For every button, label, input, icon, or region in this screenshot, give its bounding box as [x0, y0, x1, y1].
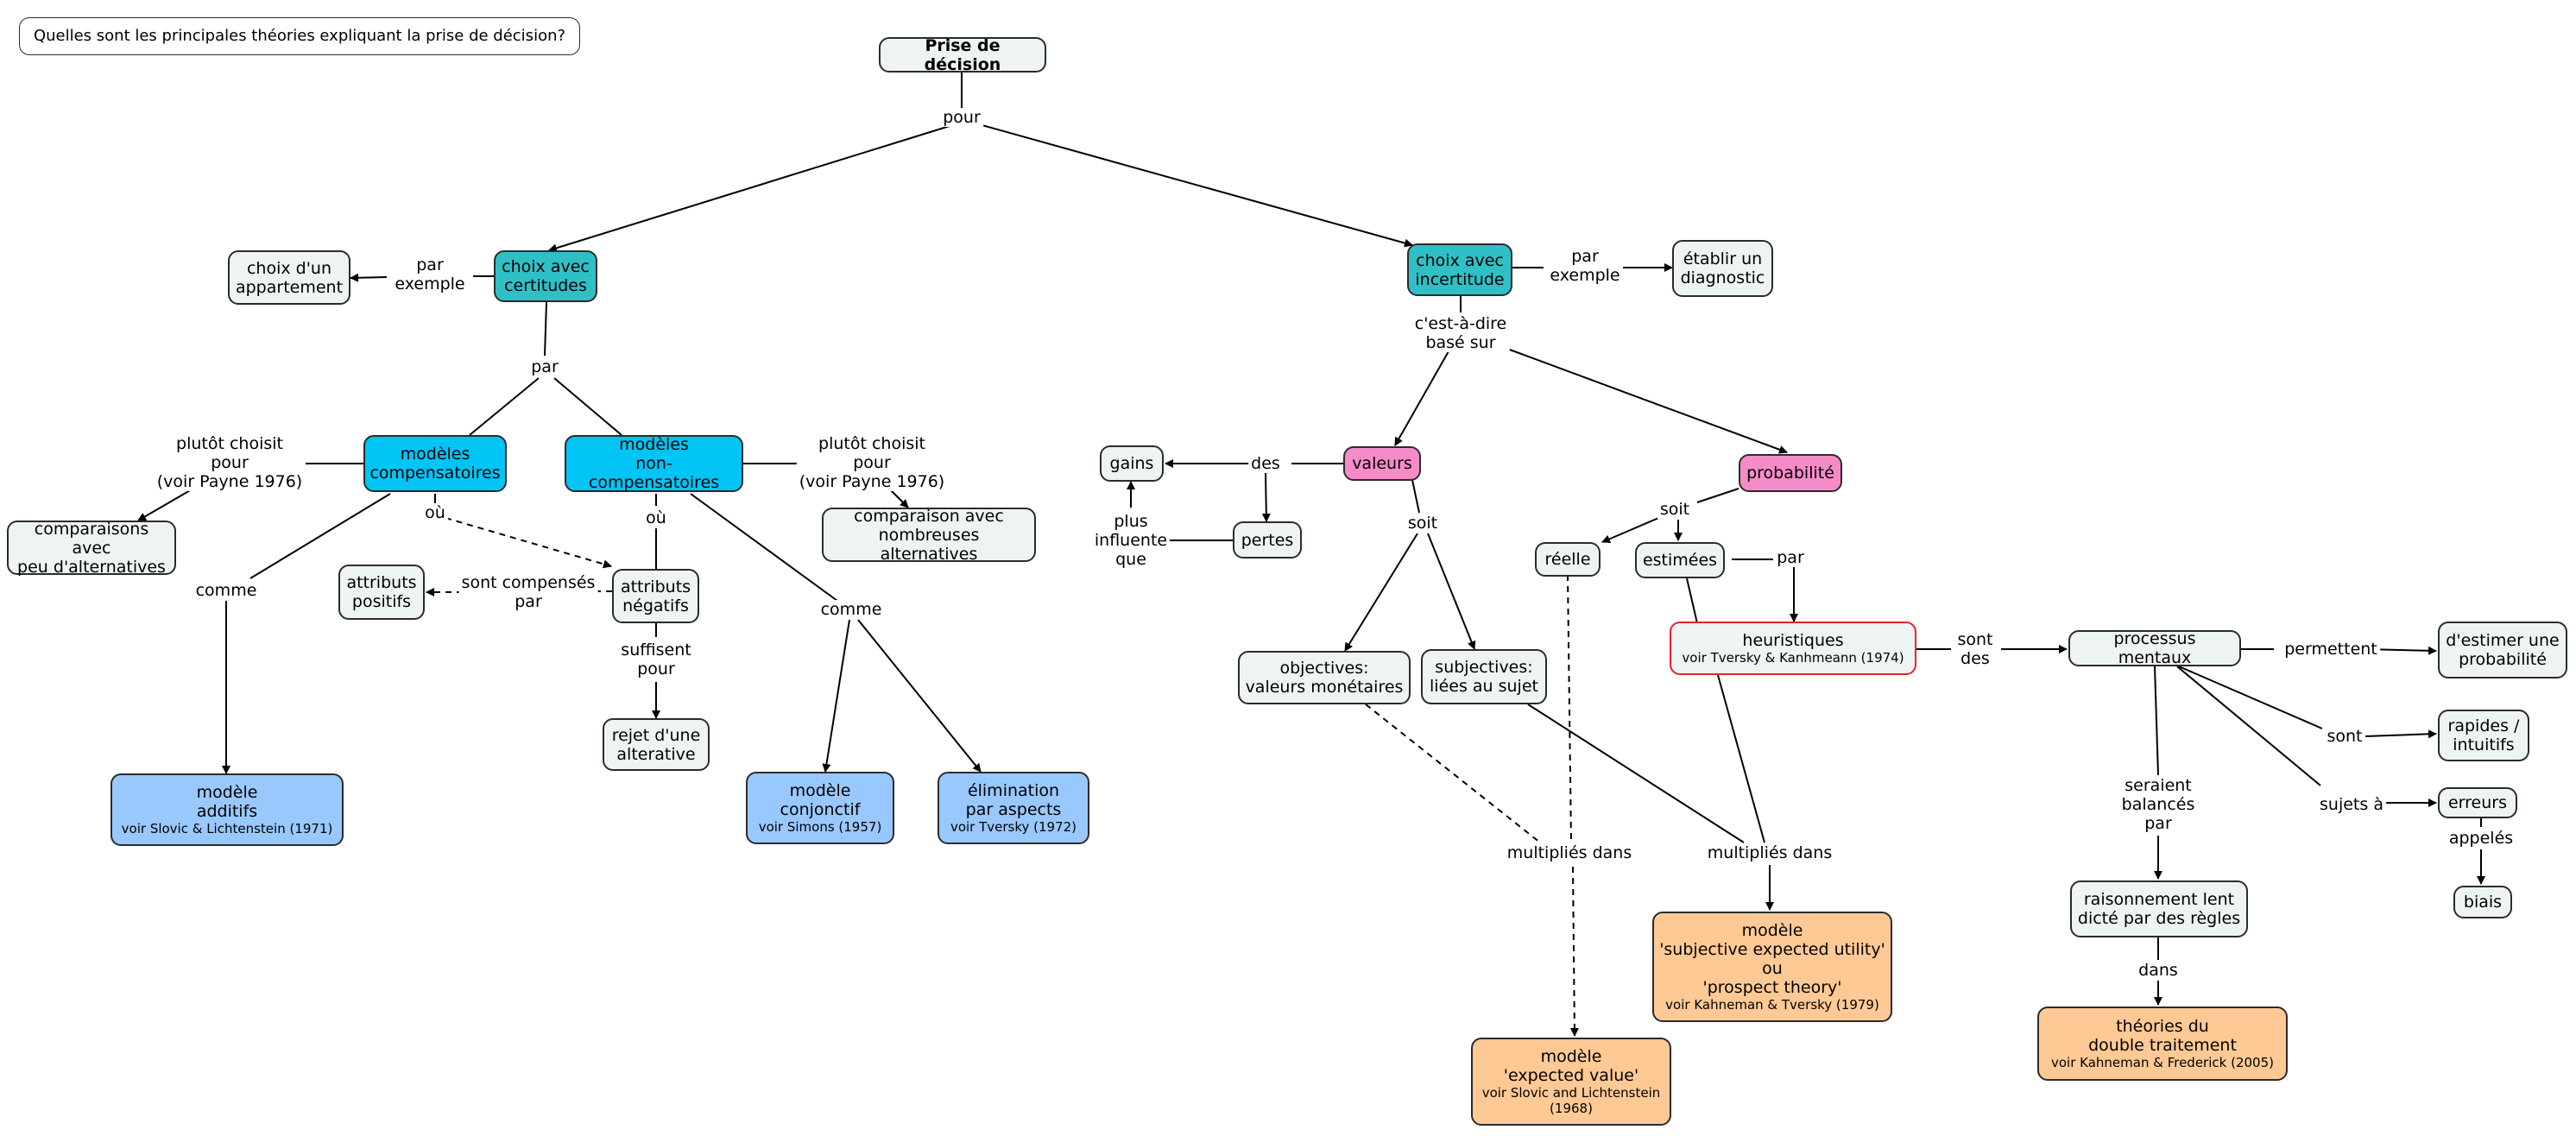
link-label-seraient-balances: seraient balancés par: [2118, 776, 2198, 833]
link-label-ou-compensatoires: où: [422, 503, 448, 522]
node-elimination-par-aspects[interactable]: élimination par aspects voir Tversky (19…: [938, 772, 1089, 844]
node-double-title: théories du double traitement: [2088, 1017, 2237, 1055]
node-heuristiques[interactable]: heuristiques voir Tversky & Kanhmeann (1…: [1670, 622, 1916, 675]
node-valeurs[interactable]: valeurs: [1343, 446, 1421, 481]
link-label-sujets-a: sujets à: [2317, 795, 2386, 814]
link-label-permettent: permettent: [2282, 640, 2380, 659]
node-heuristiques-ref: voir Tversky & Kanhmeann (1974): [1682, 650, 1904, 666]
link-label-par-models: par: [528, 357, 561, 376]
node-etablir-un-diagnostic[interactable]: établir un diagnostic: [1672, 240, 1773, 297]
node-erreurs[interactable]: erreurs: [2438, 787, 2517, 818]
link-label-par-exemple-right: par exemple: [1547, 247, 1623, 285]
node-processus-mentaux[interactable]: processus mentaux: [2068, 629, 2241, 667]
link-label-plutot-choisit-right: plutôt choisit pour (voir Payne 1976): [796, 434, 948, 491]
link-label-sont-compenses: sont compensés par: [458, 573, 598, 611]
node-subjectives-liees-au-sujet[interactable]: subjectives: liées au sujet: [1421, 649, 1547, 704]
link-label-comme-right: comme: [818, 600, 885, 619]
node-biais[interactable]: biais: [2453, 886, 2512, 918]
link-label-sont: sont: [2324, 727, 2365, 746]
node-raisonnement-lent[interactable]: raisonnement lent dicté par des règles: [2070, 880, 2248, 937]
node-seu-ref: voir Kahneman & Tversky (1979): [1665, 997, 1879, 1013]
link-label-par-exemple-left: par exemple: [392, 256, 468, 293]
node-rejet-dune-alterative[interactable]: rejet d'une alterative: [603, 718, 710, 771]
node-estimees[interactable]: estimées: [1635, 542, 1725, 578]
node-double-ref: voir Kahneman & Frederick (2005): [2051, 1055, 2274, 1070]
link-label-pour: pour: [940, 108, 983, 127]
link-label-comme-left: comme: [193, 581, 260, 600]
link-label-des: des: [1248, 454, 1283, 473]
node-attributs-negatifs[interactable]: attributs négatifs: [612, 569, 699, 623]
node-pertes[interactable]: pertes: [1233, 521, 1302, 559]
node-theories-double-traitement[interactable]: théories du double traitement voir Kahne…: [2037, 1007, 2288, 1081]
link-label-sont-des: sont des: [1954, 630, 1996, 668]
node-choix-avec-certitudes[interactable]: choix avec certitudes: [494, 250, 597, 302]
node-modele-additifs[interactable]: modèle additifs voir Slovic & Lichtenste…: [110, 773, 344, 846]
node-objectives-valeurs-monetaires[interactable]: objectives: valeurs monétaires: [1238, 651, 1411, 704]
node-attributs-positifs[interactable]: attributs positifs: [338, 565, 425, 620]
node-heuristiques-title: heuristiques: [1742, 631, 1844, 650]
node-modele-additifs-title: modèle additifs: [196, 783, 258, 821]
node-elimination-ref: voir Tversky (1972): [950, 819, 1077, 835]
link-label-suffisent-pour: suffisent pour: [618, 641, 694, 678]
link-label-multiplies-dans-left: multipliés dans: [1504, 843, 1635, 862]
node-prise-de-decision[interactable]: Prise de décision: [879, 36, 1046, 74]
node-comparaisons-peu-alternatives[interactable]: comparaisons avec peu d'alternatives: [7, 520, 176, 577]
node-rapides-intuitifs[interactable]: rapides / intuitifs: [2438, 710, 2529, 761]
link-label-appeles: appelés: [2446, 829, 2516, 848]
focus-question: Quelles sont les principales théories ex…: [19, 17, 580, 55]
node-elimination-title: élimination par aspects: [965, 781, 1062, 819]
node-modeles-compensatoires[interactable]: modèles compensatoires: [363, 435, 507, 492]
node-choix-dun-appartement[interactable]: choix d'un appartement: [228, 250, 350, 305]
node-probabilite[interactable]: probabilité: [1739, 454, 1842, 492]
node-modele-conjonctif-title: modèle conjonctif: [780, 781, 861, 819]
link-label-multiplies-dans-right: multipliés dans: [1704, 843, 1835, 862]
node-gains[interactable]: gains: [1100, 445, 1164, 482]
node-modele-subjective-expected-utility[interactable]: modèle 'subjective expected utility' ou …: [1652, 912, 1892, 1022]
node-modele-additifs-ref: voir Slovic & Lichtenstein (1971): [121, 821, 333, 836]
node-seu-title: modèle 'subjective expected utility' ou …: [1659, 921, 1885, 997]
link-label-ou-noncomp: où: [643, 508, 669, 527]
node-comparaison-nombreuses-alternatives[interactable]: comparaison avec nombreuses alternatives: [822, 507, 1036, 564]
node-ev-title: modèle 'expected value': [1503, 1047, 1639, 1085]
link-label-par-heuristiques: par: [1774, 548, 1807, 567]
node-reelle[interactable]: réelle: [1535, 542, 1601, 577]
link-label-plus-influente-que: plus influente que: [1091, 512, 1171, 569]
link-label-soit-probabilite: soit: [1657, 500, 1693, 519]
link-label-plutot-choisit-left: plutôt choisit pour (voir Payne 1976): [154, 434, 306, 491]
node-modele-conjonctif[interactable]: modèle conjonctif voir Simons (1957): [746, 772, 894, 844]
node-modeles-non-compensatoires[interactable]: modèles non-compensatoires: [565, 435, 743, 492]
node-destimer-une-probabilite[interactable]: d'estimer une probabilité: [2438, 622, 2567, 678]
node-modele-expected-value[interactable]: modèle 'expected value' voir Slovic and …: [1471, 1038, 1671, 1126]
link-label-soit-valeurs: soit: [1405, 514, 1441, 533]
node-ev-ref: voir Slovic and Lichtenstein (1968): [1481, 1085, 1661, 1116]
node-modele-conjonctif-ref: voir Simons (1957): [758, 819, 882, 835]
link-label-dans: dans: [2136, 961, 2181, 980]
link-label-cest-a-dire: c'est-à-dire basé sur: [1411, 314, 1510, 352]
node-choix-avec-incertitude[interactable]: choix avec incertitude: [1407, 243, 1512, 296]
